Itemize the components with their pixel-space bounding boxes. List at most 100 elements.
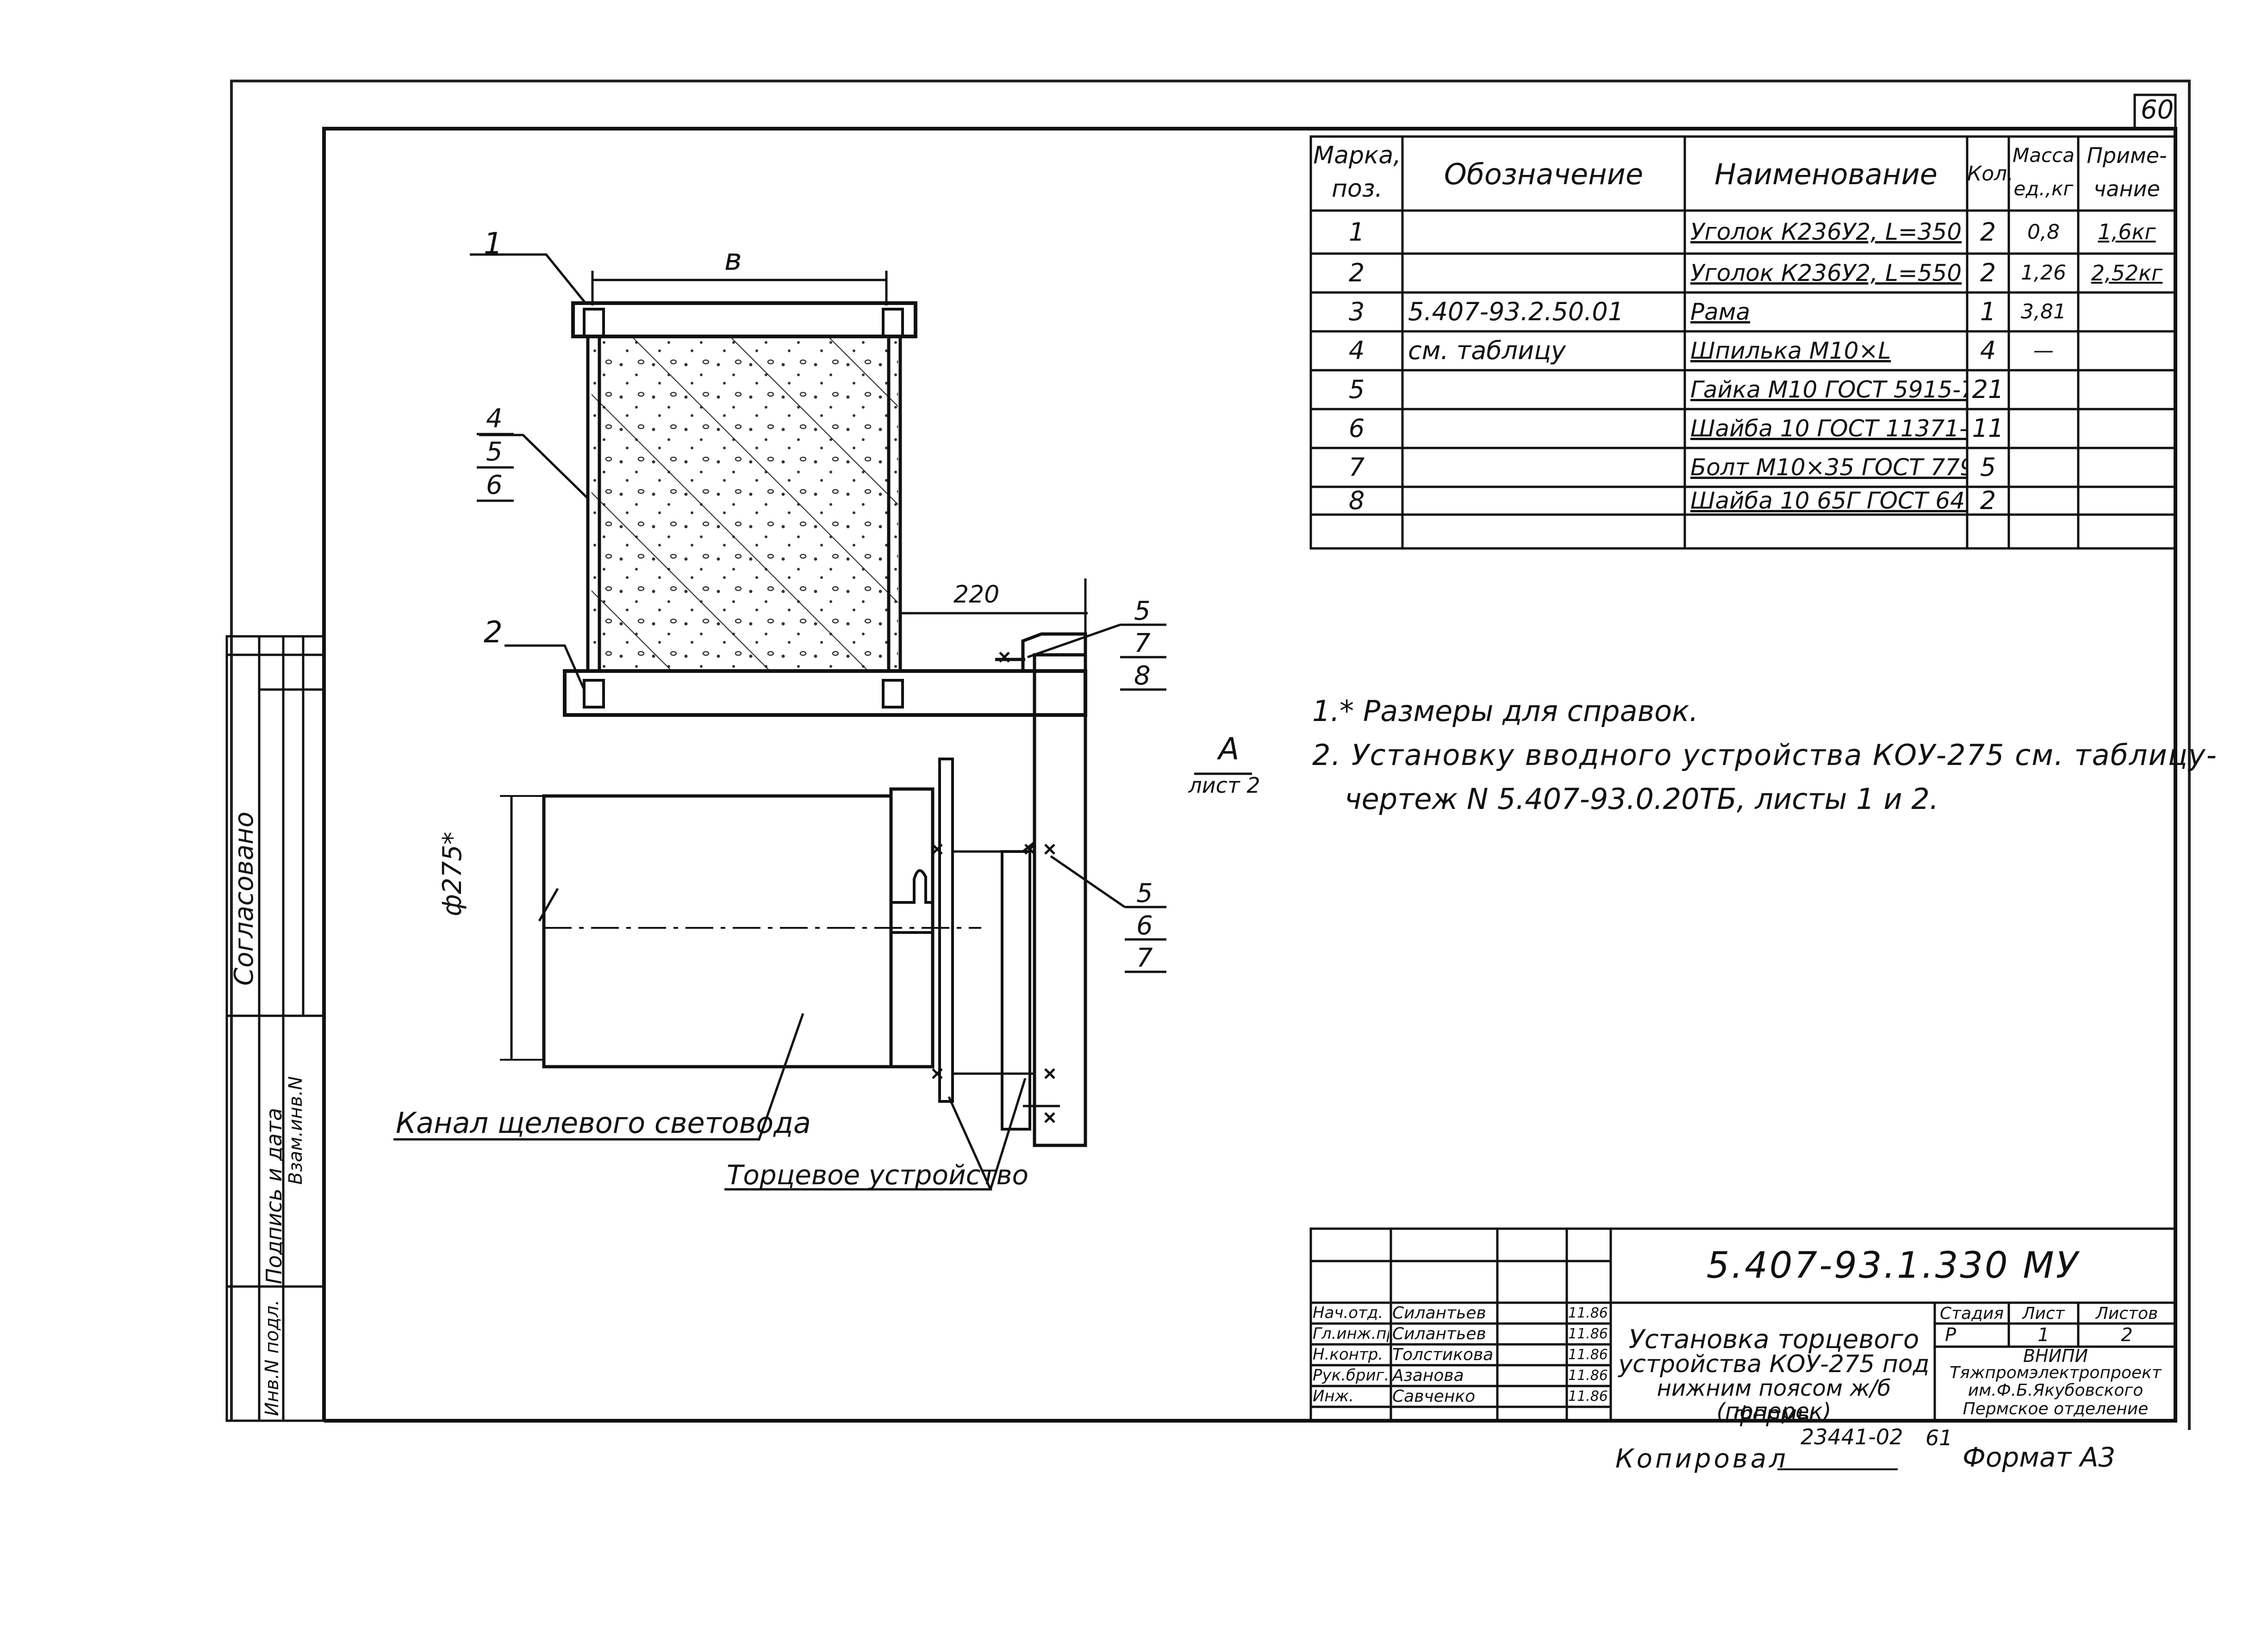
sheet-number: 60 (2141, 95, 2174, 125)
spec-cell-mark: 5 (1348, 375, 1365, 404)
archive-number: 23441-02 (1801, 1424, 1903, 1449)
signatory-date: 11.86 (1568, 1388, 1608, 1405)
spec-cell-mass: 1,26 (2021, 261, 2066, 285)
signatory-role: Инж. (1313, 1387, 1354, 1405)
org-line-1: ВНИПИ (2023, 1346, 2088, 1366)
signatory-signature (1499, 1344, 1566, 1365)
spec-cell-name: Шайба 10 ГОСТ 11371-78 (1690, 415, 1967, 442)
spec-cell-qty: 2 (1980, 487, 1996, 515)
section-front-view (393, 652, 1087, 1191)
spec-cell-mark: 8 (1348, 487, 1365, 515)
doc-code: 5.407-93.1.330 МУ (1706, 1245, 2080, 1287)
doc-title-2: устройства КОУ-275 под (1618, 1350, 1930, 1378)
spec-cell-name: Болт М10×35 ГОСТ 7798-70 (1690, 454, 1967, 481)
spec-cell-name: Уголок К236У2, L=550 (1690, 260, 1962, 286)
side-stamp-grid (225, 635, 325, 1422)
spec-cell-qty: 21 (1972, 375, 2004, 404)
callout-2: 2 (484, 615, 503, 650)
spec-header-qty: Кол. (1967, 162, 2014, 186)
callout-1: 1 (484, 227, 503, 261)
spec-cell-qty: 5 (1980, 453, 1996, 482)
stage-value: Р (1945, 1324, 1956, 1346)
doc-title-4: (поперек) (1716, 1399, 1832, 1424)
callout-rt-5: 5 (1134, 596, 1151, 626)
sheet-number-box (2133, 93, 2177, 130)
callout-rm-5: 5 (1136, 878, 1153, 908)
view-letter: А (1218, 731, 1240, 767)
spec-cell-designation: 5.407-93.2.50.01 (1408, 297, 1624, 326)
channel-body (542, 794, 893, 1069)
sheets-value: 2 (2121, 1324, 2133, 1346)
spec-cell-mark: 3 (1348, 297, 1365, 326)
spec-cell-mass: 3,81 (2021, 300, 2066, 323)
org-line-2: Тяжпромэлектропроект (1950, 1363, 2162, 1382)
signatory-surname: Савченко (1392, 1387, 1476, 1406)
angle-top (571, 301, 917, 338)
callout-rt-8: 8 (1134, 661, 1151, 691)
org-line-4: Пермское отделение (1963, 1399, 2149, 1418)
spec-cell-name: Рама (1690, 298, 1751, 325)
spec-cell-mass (2009, 487, 2078, 515)
spec-cell-mark: 2 (1348, 258, 1365, 287)
callout-rm-7: 7 (1136, 943, 1153, 973)
signatory-signature (1499, 1365, 1566, 1386)
spec-cell-qty: 1 (1980, 297, 1996, 326)
signatory-date: 11.86 (1568, 1326, 1608, 1342)
spec-cell-note (2078, 370, 2175, 409)
signatory-date: 11.86 (1568, 1347, 1608, 1363)
spec-cell-designation (1408, 448, 1685, 487)
signatory-role: Гл.инж.пр. (1313, 1324, 1389, 1343)
spec-cell-designation (1408, 254, 1685, 292)
spec-cell-designation (1408, 487, 1685, 515)
signatory-signature (1499, 1303, 1566, 1324)
spec-cell-mass (2009, 409, 2078, 448)
callout-rt-7: 7 (1134, 628, 1151, 659)
spec-cell-mark: 6 (1348, 414, 1365, 443)
stage-label: Стадия (1939, 1304, 2004, 1323)
signatory-date: 11.86 (1568, 1368, 1608, 1384)
spec-cell-qty: 2 (1980, 258, 1996, 287)
org-line-3: им.Ф.Б.Якубовского (1968, 1381, 2143, 1400)
signatory-surname: Толстикова (1392, 1345, 1494, 1364)
spec-cell-qty: 4 (1980, 336, 1996, 365)
stamp-inv-orig: Инв.N подл. (262, 1299, 283, 1416)
signatory-role: Нач.отд. (1313, 1304, 1383, 1322)
note-1: 1.* Размеры для справок. (1312, 694, 1699, 728)
format-label: Формат А3 (1963, 1442, 2116, 1473)
spec-cell-note: 2,52кг (2091, 261, 2163, 286)
spec-cell-designation (1408, 211, 1685, 254)
signatory-surname: Силантьев (1392, 1304, 1486, 1323)
spec-cell-name: Шайба 10 65Г ГОСТ 6402-70 (1690, 487, 1967, 514)
stamp-agreed: Согласовано (229, 811, 259, 986)
dim-width: в (724, 243, 742, 277)
stamp-signature-date: Подпись и дата (262, 1107, 287, 1284)
callout-left-4: 4 (486, 404, 503, 434)
spec-header-name: Наименование (1714, 157, 1938, 191)
sheet-outer-border (230, 80, 2191, 1430)
spec-cell-note (2078, 409, 2175, 448)
angle-bottom (563, 669, 1087, 717)
spec-cell-name: Гайка М10 ГОСТ 5915-70 (1690, 376, 1967, 403)
spec-cell-mass (2009, 370, 2078, 409)
stamp-inv-replace: Взам.инв.N (285, 1076, 306, 1185)
label-end-device: Торцевое устройство (727, 1159, 1029, 1191)
doc-title-1: Установка торцевого (1628, 1324, 1919, 1355)
spec-cell-note (2078, 448, 2175, 487)
section-top-view (470, 253, 1252, 973)
sheet-value: 1 (2037, 1324, 2050, 1346)
spec-cell-designation: см. таблицу (1408, 336, 1566, 365)
title-block-grid (1309, 1227, 2177, 1422)
callout-left-5: 5 (486, 437, 503, 467)
callout-rm-6: 6 (1136, 911, 1153, 941)
note-2: 2. Установку вводного устройства КОУ-275… (1312, 738, 2218, 772)
spec-cell-designation (1408, 370, 1685, 409)
dim-offset: 220 (953, 581, 1000, 609)
signatory-role: Рук.бриг. (1313, 1366, 1389, 1385)
label-channel: Канал щелевого световода (396, 1106, 811, 1140)
spec-cell-note (2078, 331, 2175, 370)
signatory-signature (1499, 1324, 1566, 1344)
note-2-cont: чертеж N 5.407-93.0.20ТБ, листы 1 и 2. (1345, 782, 1939, 816)
spec-cell-note (2078, 292, 2175, 331)
spec-cell-mass: 0,8 (2027, 220, 2060, 244)
